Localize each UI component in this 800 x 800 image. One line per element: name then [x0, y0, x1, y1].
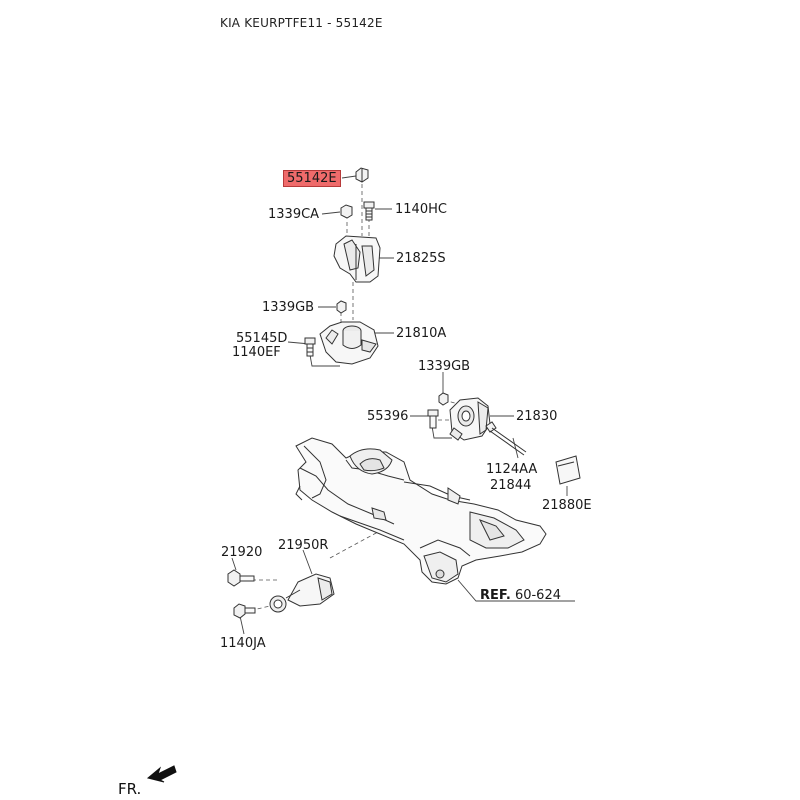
callout-1124AA[interactable]: 1124AA: [486, 462, 538, 477]
part-1140HC-bolt[interactable]: [363, 201, 375, 221]
reference-value: 60-624: [514, 588, 561, 603]
part-55142E-nut[interactable]: [355, 167, 369, 183]
callout-1140HC[interactable]: 1140HC: [395, 202, 447, 217]
part-1140EF-bolt[interactable]: [304, 337, 316, 357]
part-21950R-roll-rod[interactable]: [269, 573, 335, 613]
page-title: KIA KEURPTFE11 - 55142E: [220, 16, 383, 30]
part-21810A-engine-mount[interactable]: [319, 321, 379, 365]
part-subframe: [295, 437, 547, 585]
callout-1339CA[interactable]: 1339CA: [268, 207, 320, 222]
part-21830-transaxle-mount[interactable]: [449, 397, 491, 441]
callout-1140JA[interactable]: 1140JA: [220, 636, 266, 651]
part-21920-bolt[interactable]: [227, 569, 255, 587]
part-1124AA-bolt[interactable]: [485, 421, 527, 456]
callout-21880E[interactable]: 21880E: [542, 498, 592, 513]
reference-prefix: REF.: [480, 588, 511, 603]
callout-21920[interactable]: 21920: [221, 545, 263, 560]
callout-21810A[interactable]: 21810A: [396, 326, 447, 341]
callout-21825S[interactable]: 21825S: [396, 251, 446, 266]
callout-55396[interactable]: 55396: [367, 409, 409, 424]
callout-55145D[interactable]: 55145D: [236, 331, 288, 346]
part-1140JA-bolt[interactable]: [233, 603, 256, 619]
part-1339GB-nut-lower[interactable]: [438, 392, 449, 406]
callout-21950R[interactable]: 21950R: [278, 538, 329, 553]
part-1339CA-nut[interactable]: [340, 204, 353, 219]
part-21880E-plate[interactable]: [555, 455, 581, 485]
callout-21844[interactable]: 21844: [490, 478, 532, 493]
direction-arrow-icon: [146, 765, 177, 783]
leader-lines: [231, 175, 575, 635]
reference-link[interactable]: REF. 60-624: [480, 588, 561, 603]
direction-label: FR.: [118, 780, 142, 798]
part-21825S-bracket[interactable]: [333, 235, 381, 283]
part-1339GB-nut-upper[interactable]: [336, 300, 347, 314]
callout-21830[interactable]: 21830: [516, 409, 558, 424]
part-55396-bolt[interactable]: [427, 409, 439, 429]
callout-1339GB-lower[interactable]: 1339GB: [418, 359, 471, 374]
callout-1339GB-upper[interactable]: 1339GB: [262, 300, 315, 315]
callout-1140EF[interactable]: 1140EF: [232, 345, 281, 360]
callout-55142E[interactable]: 55142E: [283, 170, 341, 187]
